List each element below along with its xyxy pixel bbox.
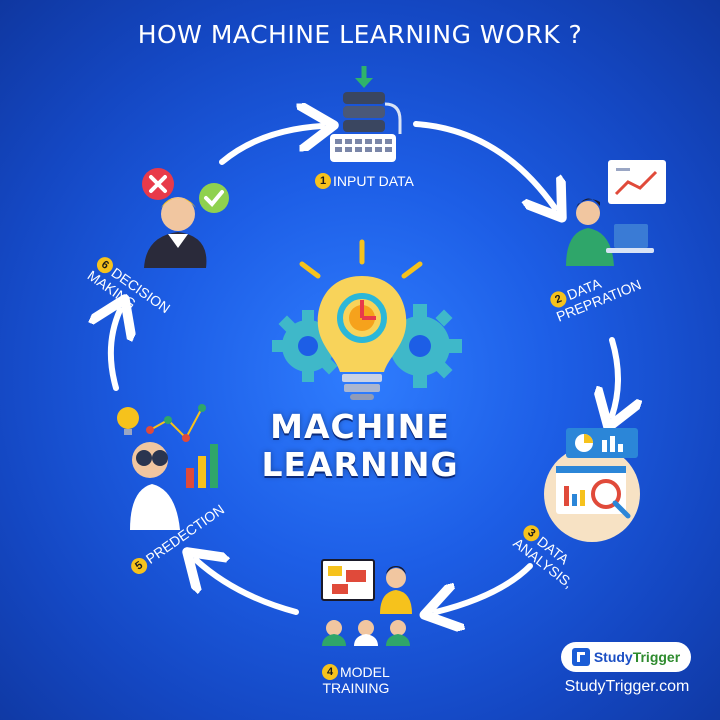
step-1-text: INPUT DATA — [333, 173, 414, 189]
arrow-2-to-3 — [612, 337, 618, 416]
step-1-badge: 1 — [315, 173, 331, 189]
step-4-text: MODEL — [340, 664, 390, 680]
prediction-binoculars-icon — [117, 404, 218, 530]
center-title: MACHINE LEARNING — [228, 408, 492, 484]
brand-name-part1: Study — [593, 649, 633, 665]
brand-site-link[interactable]: StudyTrigger.com — [564, 678, 690, 695]
brand-name: StudyTrigger — [594, 649, 680, 665]
page-title: HOW MACHINE LEARNING WORK ? — [137, 20, 583, 49]
brand-logo-badge[interactable]: StudyTrigger — [561, 642, 691, 672]
center-title-line1: MACHINE — [270, 407, 450, 446]
presentation-team-icon — [321, 559, 412, 646]
cycle-arrows — [111, 124, 618, 612]
arrow-6-to-1 — [219, 126, 322, 165]
studytrigger-logo-icon — [571, 648, 590, 666]
arrow-4-to-5 — [196, 560, 299, 615]
brand-name-part2: Trigger — [632, 649, 681, 665]
lightbulb-gears-icon — [272, 239, 462, 400]
decision-person-icon — [142, 168, 229, 268]
step-4-badge: 4 — [322, 664, 338, 680]
arrow-5-to-6 — [111, 310, 120, 391]
arrow-1-to-2 — [413, 121, 555, 208]
arrow-3-to-4 — [436, 563, 533, 612]
step-4-text-line2: TRAINING — [322, 680, 390, 696]
analyst-laptop-icon — [566, 160, 666, 266]
database-keyboard-icon — [330, 66, 402, 162]
center-title-line2: LEARNING — [261, 445, 459, 484]
analytics-dashboard-icon — [544, 428, 640, 542]
